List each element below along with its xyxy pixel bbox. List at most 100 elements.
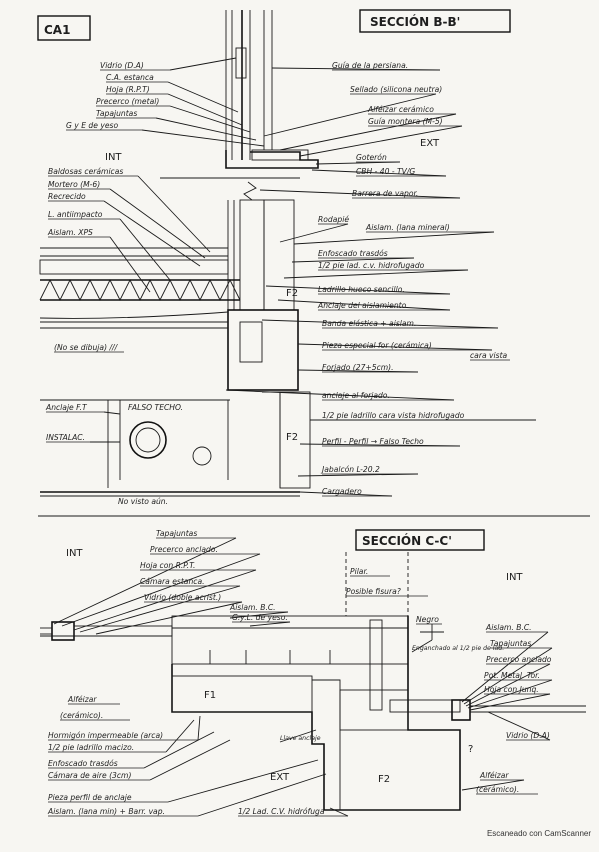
section-b-left-leader-5	[141, 129, 265, 147]
section-c-right-leader-2	[465, 663, 551, 707]
section-b-left-label-10: Aislam. XPS	[47, 228, 93, 237]
section-b-right-label-18: 1/2 pie ladrillo cara vista hidrofugado	[322, 411, 465, 420]
section-b-left-label-8: Recrecido	[48, 192, 86, 201]
section-b-right-leader-16	[297, 369, 419, 373]
section-b-left-label-9: L. antiimpacto	[48, 210, 103, 219]
section-b-right-label-1: Sellado (silicona neutra)	[350, 85, 442, 94]
section-b-left-leader-6	[137, 175, 211, 253]
section-b-left-label-6: Baldosas cerámicas	[48, 167, 123, 176]
section-b-right-label-6: Barrera de vapor.	[352, 189, 418, 198]
section-c-top-leader-5	[229, 611, 289, 619]
section-b-tag-f2-b: F2	[286, 432, 298, 443]
section-b-right-leader-8	[293, 231, 495, 245]
section-b-right-label-9: Enfoscado trasdós	[318, 249, 388, 258]
section-c-right-label-6: Alféizar	[479, 771, 509, 780]
section-b-right-leader-5	[311, 169, 447, 177]
section-b-right-label-2: Alféizar cerámico	[367, 105, 434, 114]
section-b-left-label-4: Tapajuntas	[96, 109, 137, 118]
section-b-right-label-12: Anclaje del aislamiento.	[317, 301, 409, 310]
section-b-left-leader-3	[169, 105, 251, 133]
section-c-bottom-label-5: Cámara de aire (3cm)	[48, 771, 131, 780]
section-b-left-leader-8	[103, 200, 201, 267]
section-b-title: SECCIÓN B-B'	[370, 14, 460, 29]
section-c-right-label-1: Tapajuntas	[490, 639, 531, 648]
section-c-center-leader-4	[279, 729, 317, 743]
section-c-bottom-label-3: 1/2 pie ladrillo macizo.	[48, 743, 134, 752]
section-c-bottom-label-2: Hormigón impermeable (arca)	[48, 731, 163, 740]
section-c-right-label-0: Aislam. B.C.	[485, 623, 532, 632]
section-c-tag-f2: F2	[378, 774, 390, 785]
section-b-title-box	[359, 9, 511, 33]
section-c-top-leader-3	[79, 585, 241, 633]
section-b-left-label-0: Vidrio (D.A)	[100, 61, 144, 70]
section-c-center-label-2: Negro	[416, 615, 439, 624]
section-b-right-leader-2	[279, 113, 457, 151]
section-b-right-leader-12	[277, 299, 451, 311]
section-b-ext: EXT	[420, 138, 440, 149]
section-b-left-label-2: Hoja (R.P.T)	[106, 85, 150, 94]
section-b-right-label-15: cara vista	[470, 351, 508, 360]
section-c-right-leader-6	[461, 779, 525, 791]
section-b-int: INT	[105, 152, 122, 163]
section-b-left-leader-7	[109, 188, 206, 259]
section-b-right-leader-11	[265, 285, 451, 295]
section-c-bottom-label-4: Enfoscado trasdós	[48, 759, 118, 768]
section-b-left-label-13: INSTALAC.	[46, 433, 85, 442]
section-c-bottom-leader-7	[197, 773, 327, 817]
section-c-right-label-3: Pot. Metal. Tor.	[484, 671, 540, 680]
section-c-bottom-label-0: Alféizar	[67, 695, 97, 704]
section-c-bottom-label-6: Pieza perfil de anclaje	[48, 793, 132, 802]
section-b-left-label-11: (No se dibuja) ///	[54, 343, 119, 352]
section-b-tag-f2-a: F2	[286, 288, 298, 299]
section-b-right-leader-19	[299, 443, 461, 447]
section-b-right-label-5: CBH - 40 - TV/G	[356, 167, 415, 176]
section-b-right-leader-3	[299, 125, 463, 157]
section-c-top-label-4: Vidrio (doble acrist.)	[144, 593, 221, 602]
section-b-right-leader-4	[315, 161, 401, 165]
section-b-left-leader-2	[167, 93, 243, 126]
section-b-right-leader-20	[297, 473, 419, 477]
corner-tag-box	[37, 15, 91, 41]
section-b-right-label-11: Ladrillo hueco sencillo.	[318, 285, 405, 294]
section-b-right-leader-21	[299, 491, 393, 497]
section-b-right-label-4: Goterón	[356, 153, 387, 162]
section-c-bottom-leader-2	[197, 715, 201, 741]
section-c-top-label-3: Cámara estanca.	[140, 577, 205, 586]
section-b-no-visto: No visto aún.	[118, 497, 168, 506]
section-c-title-box	[355, 529, 485, 551]
section-b-left-leader-9	[119, 218, 171, 281]
section-c-right-label-7: (cerámico).	[476, 785, 519, 794]
section-c-ext: EXT	[270, 772, 290, 783]
section-b-left-leader-12	[103, 411, 121, 415]
section-b-right-leader-1	[263, 93, 437, 137]
section-c-top-label-1: Precerco anclado.	[150, 545, 218, 554]
section-c-center-leader-3	[411, 639, 433, 653]
section-c-geometry	[40, 552, 586, 811]
section-b-right-label-19: Perfil - Perfil → Falso Techo	[322, 437, 424, 446]
section-b-right-label-3: Guía montera (M-5)	[368, 117, 443, 126]
section-c-right-leader-0	[461, 631, 549, 703]
section-c-bottom-leader-6	[167, 759, 319, 803]
section-b-geometry	[39, 10, 319, 497]
section-b-right-label-10: 1/2 pie lad. c.v. hidrofugado	[318, 261, 425, 270]
section-c-bottom-label-8: 1/2 Lad. C.V. hidrófuga	[238, 807, 325, 816]
scanner-footer: Escaneado con CamScanner	[486, 829, 591, 838]
section-c-bottom-labels: Alféizar(cerámico).Hormigón impermeable …	[47, 695, 349, 817]
section-c-question: ?	[468, 744, 473, 755]
section-b-left-label-12: Anclaje F.T	[45, 403, 88, 412]
section-c-top-leader-4	[95, 601, 243, 635]
section-b-right-leader-17	[269, 391, 455, 401]
section-c-center-label-1: Posible fisura?	[346, 587, 401, 596]
section-b-right-leader-7	[279, 223, 349, 243]
section-c-right-leader-4	[469, 693, 551, 711]
section-c-right-leader-5	[487, 711, 551, 741]
section-b-left-label-3: Precerco (metal)	[96, 97, 159, 106]
section-c-top-leader-6	[249, 621, 291, 627]
section-c-bottom-leader-4	[143, 731, 215, 769]
section-b-left-label-7: Mortero (M-6)	[48, 180, 100, 189]
section-c-top-label-5: Aislam. B.C.	[229, 603, 276, 612]
